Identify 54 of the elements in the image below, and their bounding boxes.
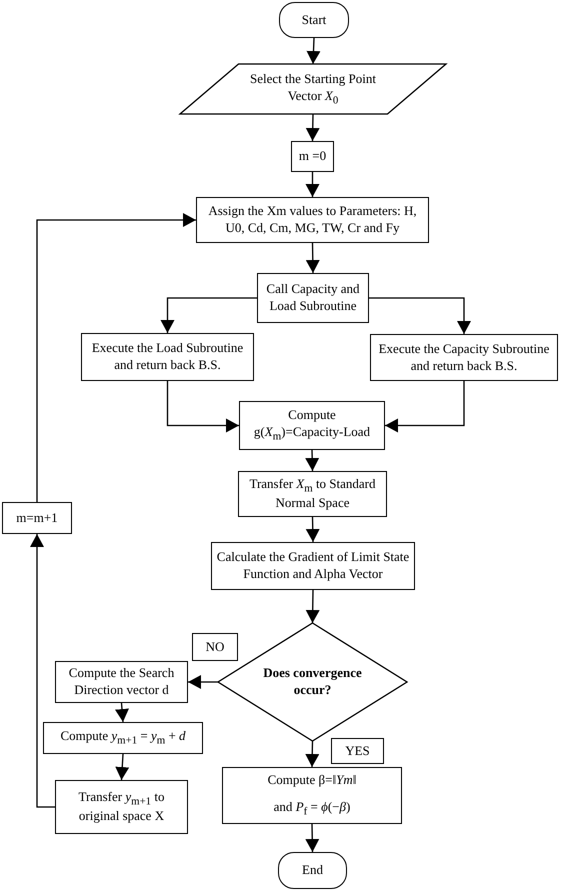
- edge-label: YES: [331, 738, 384, 764]
- process-box: [222, 767, 402, 824]
- node-text: Compute β=‖Ym‖: [268, 772, 356, 790]
- arrow: [306, 516, 320, 542]
- node-text: Does convergence occur?: [262, 665, 363, 699]
- process-box: [2, 502, 72, 534]
- node-text: Transfer y$_{m+1}$ to original space X: [78, 788, 166, 826]
- end-terminal: [278, 852, 347, 889]
- node-text: Start: [302, 12, 326, 28]
- node-text: Compute g(X$_{m}$)=Capacity-Load: [252, 407, 372, 444]
- arrow: [36, 213, 196, 502]
- process-box: [55, 780, 188, 834]
- process-box: [196, 197, 429, 243]
- arrow: [306, 114, 320, 142]
- arrow: [30, 534, 55, 808]
- process-box: [211, 542, 415, 590]
- node-text: Select the Starting Point Vector X$_{0}$: [248, 70, 377, 108]
- node-text: m=m+1: [16, 510, 58, 526]
- process-box: [257, 273, 369, 323]
- node-text: End: [302, 862, 323, 879]
- arrow: [166, 381, 239, 432]
- process-box: [239, 401, 385, 450]
- node-text: Call Capacity and Load Subroutine: [265, 281, 361, 315]
- node-text: Calculate the Gradient of Limit State Function and Alpha Vector: [216, 549, 410, 583]
- arrow: [305, 450, 320, 472]
- arrow: [115, 754, 130, 780]
- arrow: [306, 590, 320, 623]
- process-box: [291, 141, 334, 172]
- edge-label: NO: [192, 633, 238, 661]
- arrow: [385, 381, 465, 432]
- arrow: [306, 172, 320, 197]
- start-terminal: [279, 2, 349, 38]
- input-parallelogram: [180, 64, 446, 114]
- process-box: [238, 471, 387, 517]
- node-text: and P$_{f}$ = ϕ(−β): [274, 799, 350, 819]
- node-text: Compute y$_{m+1}$ = y$_{m}$ + d: [60, 728, 186, 748]
- arrow: [306, 242, 320, 274]
- node-text: Compute the Search Direction vector d: [68, 665, 176, 699]
- arrow: [115, 702, 129, 722]
- node-text: Assign the Xm values to Parameters: H, U0, Cd, Cm, MG, TW, Cr and Fy: [207, 203, 418, 237]
- node-text: m =0: [298, 148, 326, 165]
- process-box: [55, 661, 188, 703]
- arrow: [305, 740, 320, 768]
- process-box: [43, 722, 203, 754]
- node-text: Execute the Load Subroutine and return back B.S.: [90, 340, 244, 374]
- arrow: [369, 297, 471, 334]
- process-box: [370, 334, 558, 381]
- arrow: [188, 675, 218, 689]
- arrow: [305, 824, 320, 852]
- node-text: Transfer X$_{m}$ to Standard Normal Space: [248, 476, 377, 512]
- node-text: Execute the Capacity Subroutine and return back B.S.: [378, 340, 550, 374]
- arrow: [160, 297, 257, 333]
- process-box: [81, 333, 254, 381]
- arrow: [306, 38, 320, 64]
